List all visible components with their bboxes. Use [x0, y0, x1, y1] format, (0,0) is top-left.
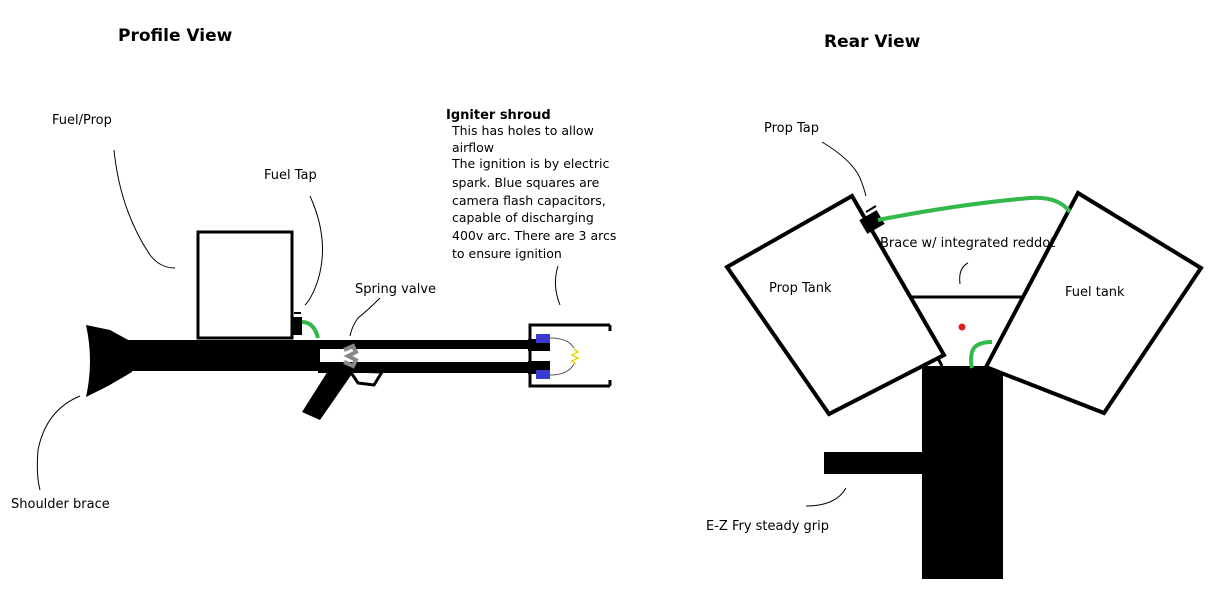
spark-icon	[570, 348, 580, 365]
label-shoulder-brace: Shoulder brace	[11, 497, 110, 512]
upper-barrel	[318, 340, 540, 349]
label-prop-tap: Prop Tap	[764, 121, 819, 136]
igniter-note-line: This has holes to allow	[451, 123, 594, 138]
igniter-leader	[554, 265, 561, 306]
fuel-hose	[301, 320, 320, 339]
shoulder-brace-leader	[36, 395, 81, 491]
arc-wire-lower	[549, 363, 575, 376]
prop-tap-valve	[859, 210, 885, 234]
prop-tank	[724, 193, 947, 417]
lower-barrel	[318, 362, 540, 373]
spring-valve-icon	[343, 343, 359, 369]
igniter-note-line: airflow	[452, 140, 494, 155]
rear-body	[922, 366, 1003, 579]
label-spring-valve: Spring valve	[355, 282, 436, 297]
grip-leader	[805, 487, 847, 507]
label-brace: Brace w/ integrated reddot	[880, 236, 1055, 251]
fuel-tap-valve	[292, 317, 302, 335]
capacitor-lower	[536, 370, 550, 379]
main-tube	[128, 340, 320, 371]
profile-view-title: Profile View	[118, 26, 233, 46]
igniter-note-line: capable of discharging	[452, 210, 594, 225]
profile-view: Profile View	[11, 26, 616, 512]
label-fuel-prop: Fuel/Prop	[52, 113, 112, 128]
rear-view: Rear View Prop Tap Brace w/ integrated r…	[706, 32, 1204, 579]
igniter-note-line: to ensure ignition	[452, 246, 562, 261]
igniter-title: Igniter shroud	[446, 108, 551, 123]
igniter-note-line: The ignition is by electric	[451, 156, 609, 171]
spring-valve-leader	[349, 297, 381, 337]
reddot-icon	[958, 323, 966, 331]
fuel-hose-rear	[969, 340, 993, 369]
brace-leader	[959, 262, 969, 285]
fuel-prop-tank	[196, 230, 294, 340]
trigger	[347, 369, 385, 387]
label-prop-tank: Prop Tank	[769, 281, 832, 296]
fuel-tap-leader	[304, 195, 323, 306]
prop-hose	[877, 195, 1072, 222]
igniter-note-line: spark. Blue squares are	[452, 175, 600, 190]
shoulder-brace-shape	[86, 325, 132, 397]
fuel-tank	[983, 190, 1204, 416]
label-grip: E-Z Fry steady grip	[706, 519, 829, 534]
arc-wire-upper	[549, 337, 575, 349]
igniter-note: This has holes to allow airflow The igni…	[451, 123, 616, 261]
fuel-prop-leader	[113, 149, 176, 269]
label-fuel-tank: Fuel tank	[1065, 285, 1125, 300]
capacitor-upper	[536, 334, 550, 343]
igniter-shroud	[528, 323, 610, 388]
prop-tap-leader	[821, 141, 867, 197]
pistol-grip	[302, 371, 354, 420]
igniter-note-line: 400v arc. There are 3 arcs	[452, 228, 616, 243]
igniter-note-line: camera flash capacitors,	[452, 193, 606, 208]
label-fuel-tap: Fuel Tap	[264, 168, 317, 183]
steady-grip	[824, 452, 924, 474]
rear-view-title: Rear View	[824, 32, 921, 52]
